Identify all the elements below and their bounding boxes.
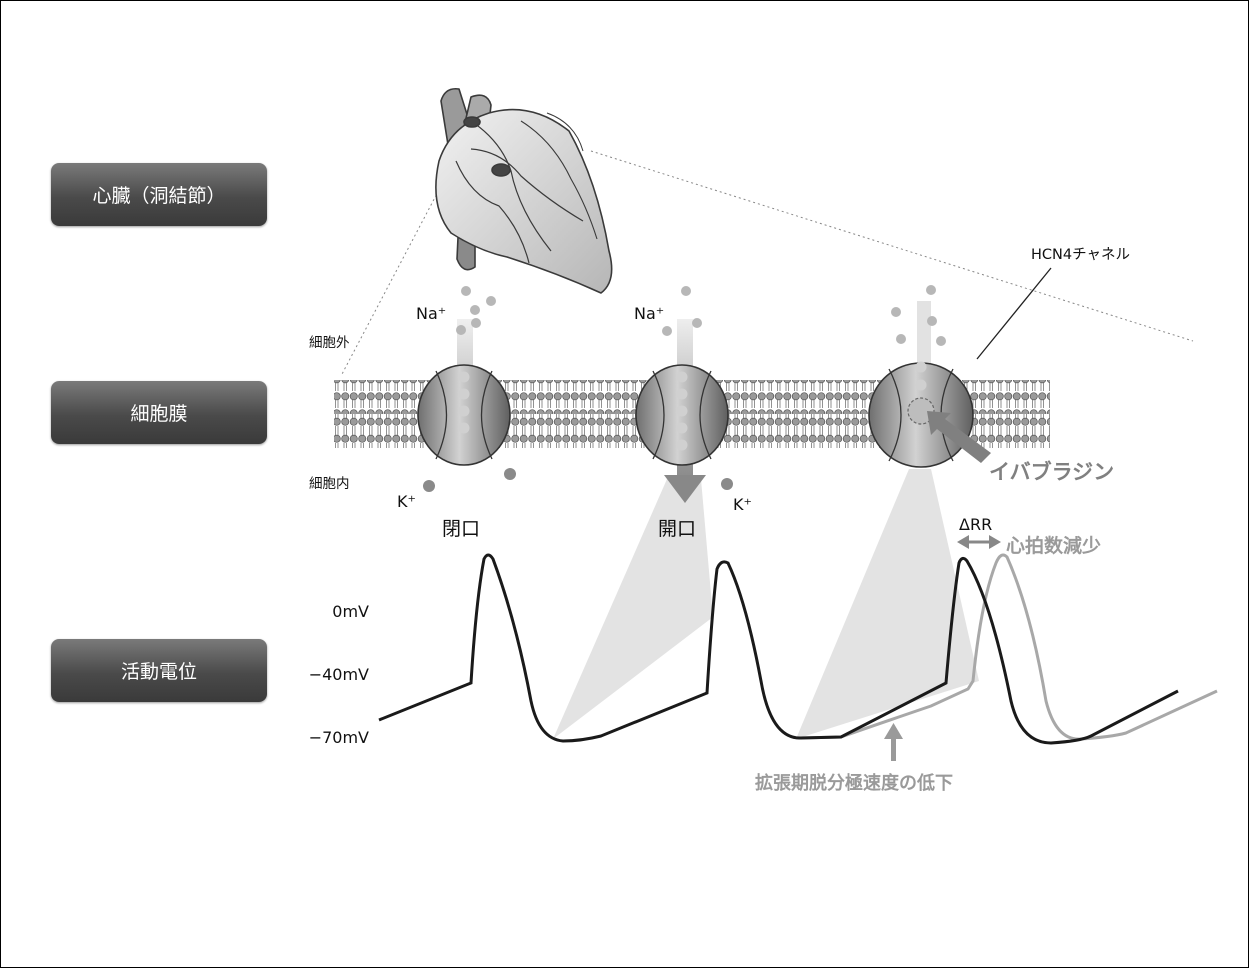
- label-action-potential: 活動電位: [51, 639, 267, 702]
- channel-closed: [417, 364, 511, 466]
- voltage-tick-0mv: 0mV: [332, 602, 369, 621]
- na-ion-label-closed: Na⁺: [416, 304, 446, 323]
- state-open-label: 開口: [658, 518, 696, 540]
- ivabradine-arrow: [927, 411, 991, 463]
- action-potential-trace-baseline: [378, 553, 1179, 745]
- zoom-lines: [340, 150, 1194, 377]
- k-ion-label-open: K⁺: [733, 495, 752, 514]
- channel-to-trace-beams: [553, 469, 979, 739]
- state-closed-label: 閉口: [442, 518, 480, 540]
- label-heart-sinus-node: 心臓（洞結節）: [51, 163, 267, 226]
- delta-rr-label: ΔRR: [959, 515, 992, 534]
- depolarization-decrease-label: 拡張期脱分極速度の低下: [755, 772, 953, 794]
- k-ion-dots: [423, 468, 733, 492]
- ion-dots: [456, 285, 946, 346]
- ivabradine-label: イバブラジン: [989, 460, 1114, 484]
- channel-open: [635, 364, 729, 466]
- hcn4-channel-label: HCN4チャネル: [1031, 246, 1130, 263]
- depolarization-arrow: [884, 723, 903, 761]
- na-ion-label-open: Na⁺: [634, 304, 664, 323]
- k-ion-label-closed: K⁺: [397, 492, 416, 511]
- hcn4-pointer-line: [976, 267, 1052, 360]
- voltage-tick-minus70mv: −70mV: [309, 728, 369, 747]
- delta-rr-arrow: [957, 535, 1001, 549]
- ivabradine-binding-site: [907, 397, 935, 425]
- heart-rate-decrease-label: 心拍数減少: [1006, 534, 1101, 557]
- extracellular-label: 細胞外: [309, 335, 350, 351]
- heart-illustration: [435, 87, 613, 294]
- voltage-tick-minus40mv: −40mV: [309, 665, 369, 684]
- intracellular-label: 細胞内: [309, 476, 350, 492]
- label-cell-membrane: 細胞膜: [51, 381, 267, 444]
- channel-hcn4-blocked: [868, 361, 974, 468]
